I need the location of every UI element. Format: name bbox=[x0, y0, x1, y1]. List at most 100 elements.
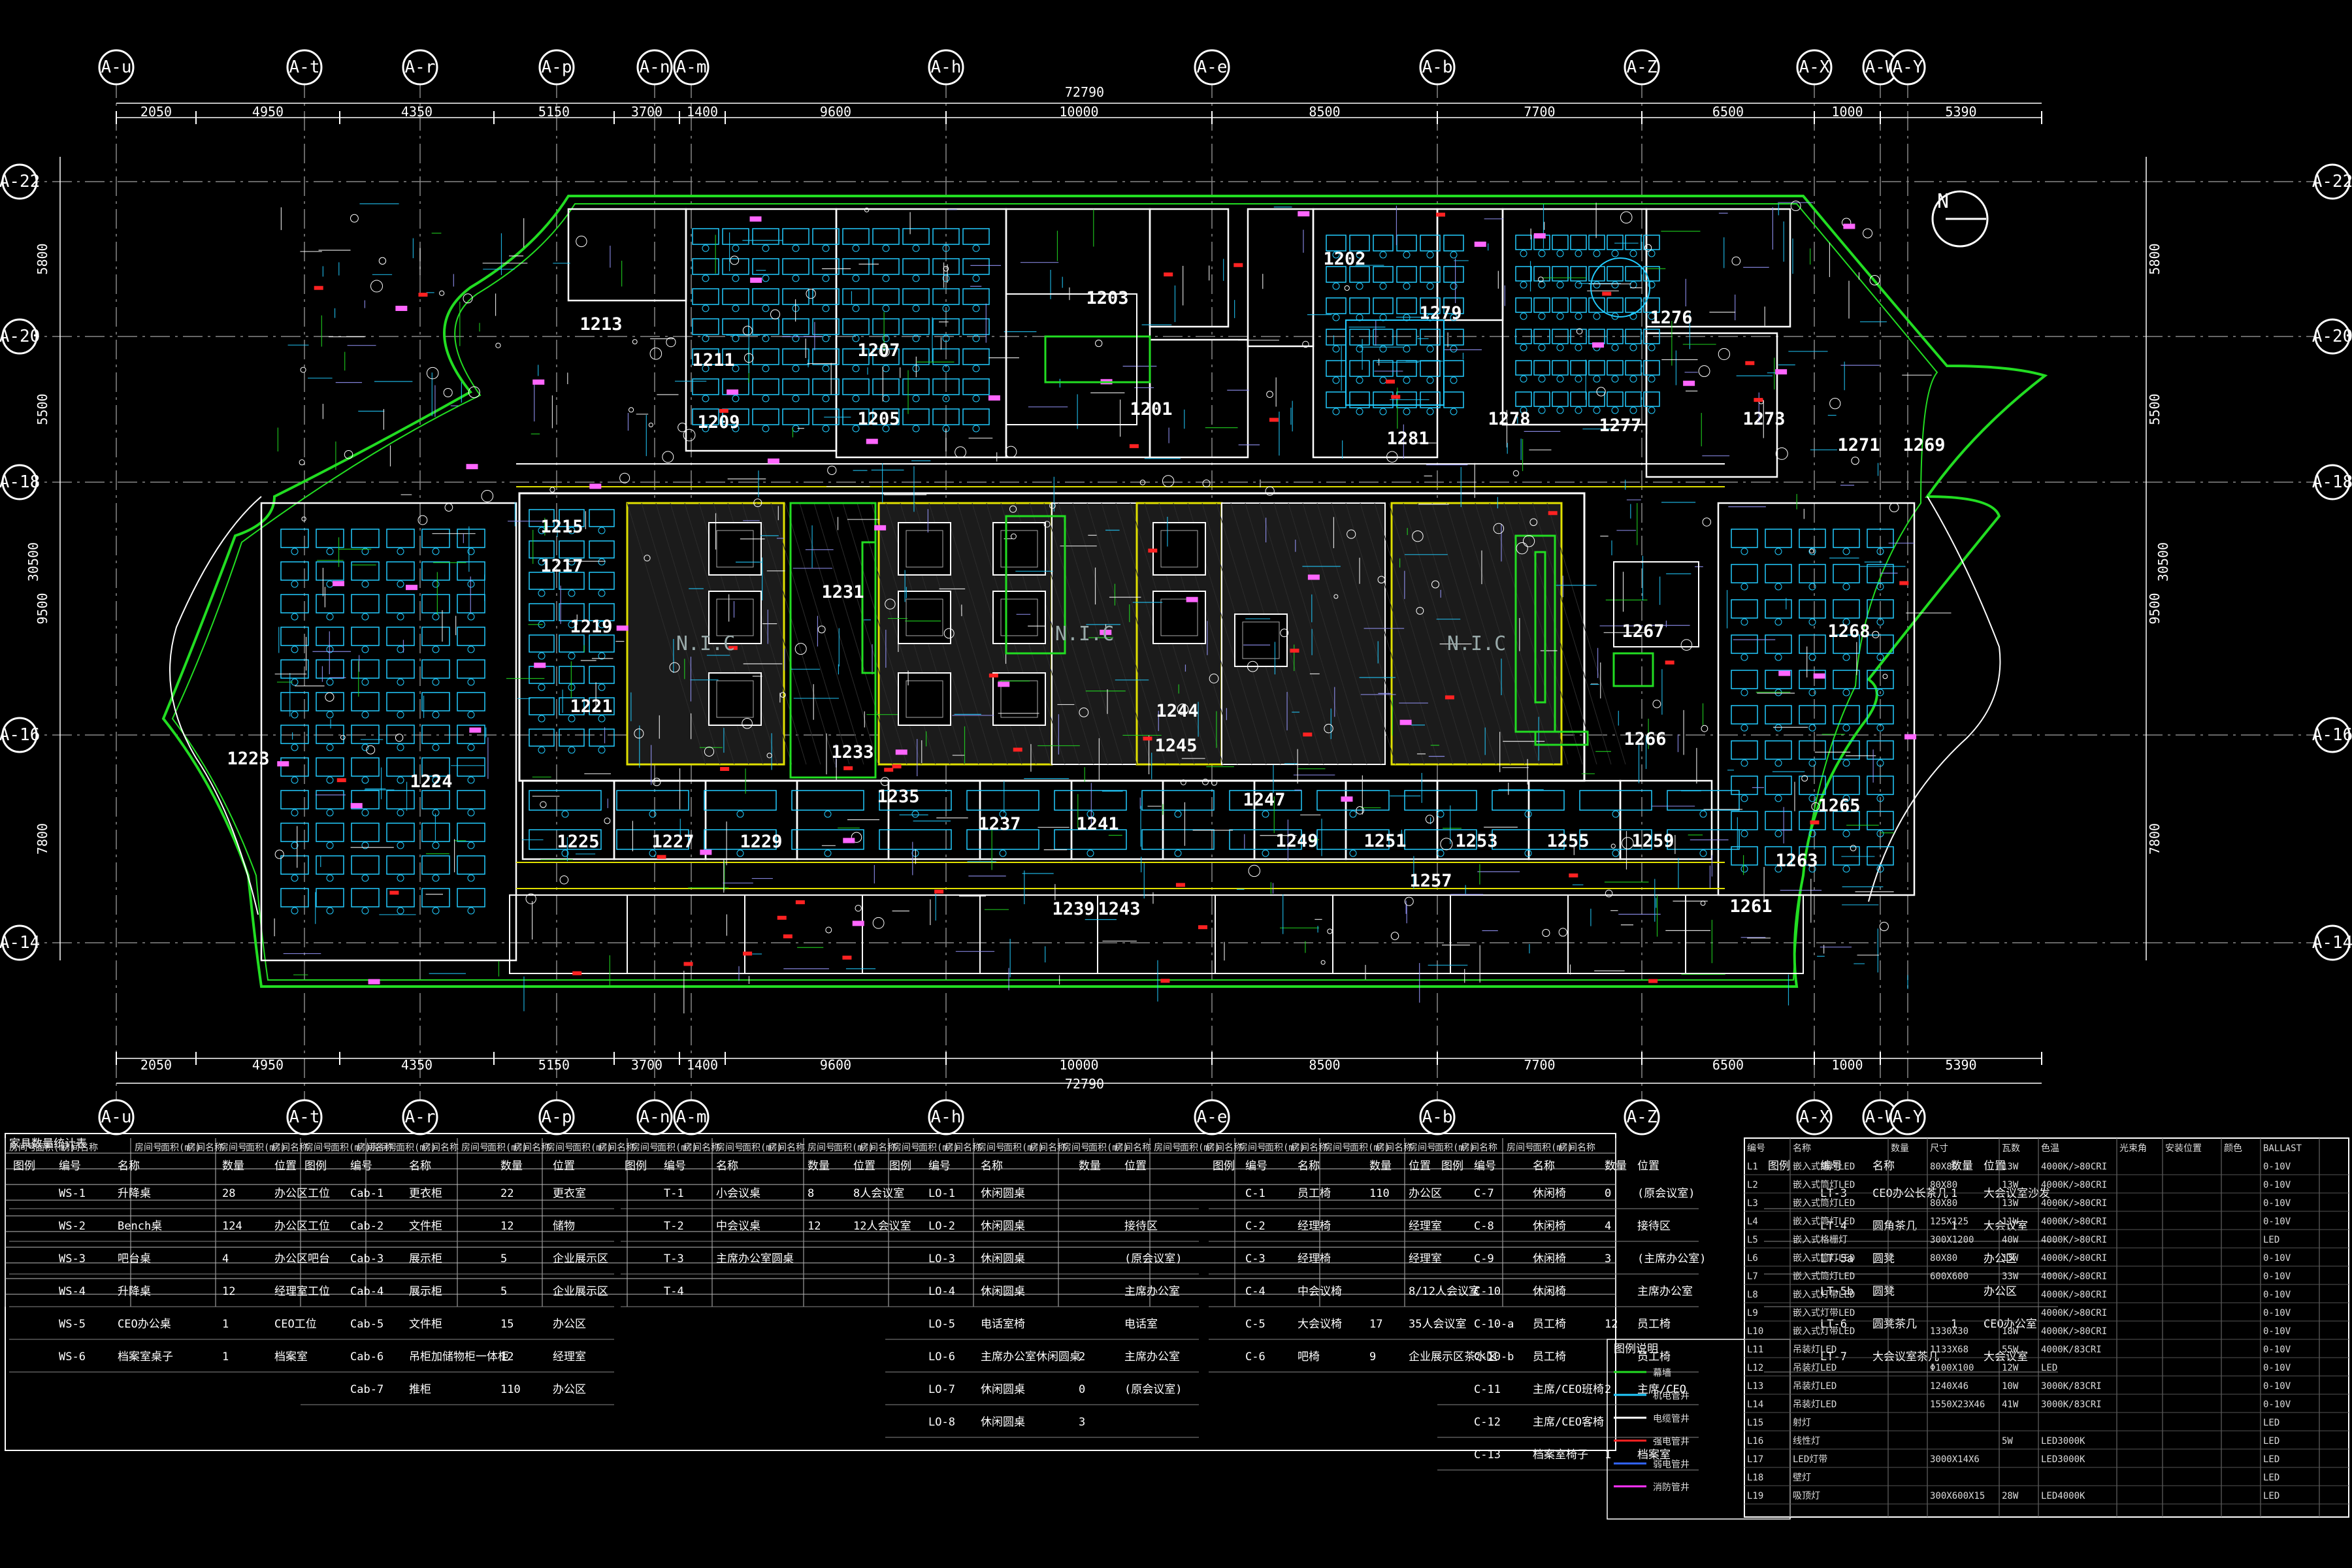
fixture-symbol bbox=[855, 904, 862, 912]
workstation-chair bbox=[736, 810, 744, 818]
furniture-cell: 3 bbox=[1079, 1416, 1085, 1429]
magenta-marker bbox=[350, 803, 363, 809]
workstation-chair bbox=[1808, 794, 1816, 802]
axis-bubble-row: A-16 bbox=[0, 717, 40, 753]
workstation-chair bbox=[326, 645, 334, 653]
core-hatch bbox=[813, 502, 893, 765]
fixture-symbol bbox=[644, 555, 651, 562]
workstation-desk bbox=[1607, 266, 1624, 282]
axis-label: A-p bbox=[542, 1107, 572, 1127]
lighting-header: BALLAST bbox=[2263, 1143, 2302, 1154]
fixture-symbol bbox=[1416, 606, 1424, 615]
core-hatch bbox=[1417, 502, 1497, 765]
lighting-cell: 300X1200 bbox=[1930, 1235, 1974, 1245]
axis-bubble-circle bbox=[1, 163, 38, 200]
red-marker bbox=[1810, 820, 1820, 825]
workstation-desk bbox=[1054, 829, 1127, 850]
furniture-cell: 12 bbox=[222, 1285, 235, 1298]
workstation-chair bbox=[1332, 408, 1340, 416]
fixture-symbol bbox=[1538, 276, 1544, 282]
axis-bubble-column: A-Z bbox=[1624, 1099, 1660, 1135]
axis-bubble-column: A-n bbox=[636, 49, 673, 86]
red-marker bbox=[1569, 873, 1578, 877]
workstation-chair bbox=[432, 711, 440, 719]
meeting-room-outline bbox=[1005, 293, 1137, 425]
workstation-desk bbox=[316, 757, 344, 777]
legend-note: 电缆管井 bbox=[1653, 1414, 1690, 1424]
workstation-desk bbox=[1515, 297, 1532, 313]
axis-bubble-column: A-t bbox=[286, 49, 323, 86]
workstation-desk bbox=[1326, 297, 1347, 314]
workstation-chair bbox=[291, 776, 299, 784]
axis-bubble-column: A-W bbox=[1862, 49, 1899, 86]
axis-label: A-20 bbox=[2312, 327, 2352, 346]
workstation-chair bbox=[1520, 250, 1527, 257]
lighting-cell: 0-10V bbox=[2263, 1162, 2291, 1172]
furniture-cell: 员工椅 bbox=[1637, 1318, 1671, 1331]
lighting-cell: 嵌入式筒灯LED bbox=[1793, 1198, 1855, 1209]
core-hatch bbox=[756, 502, 836, 765]
furniture-cell: Cab-6 bbox=[350, 1350, 384, 1364]
fixture-symbol bbox=[629, 407, 634, 413]
workstation-desk bbox=[1588, 266, 1605, 282]
workstation-chair bbox=[702, 425, 710, 433]
workstation-desk bbox=[902, 258, 930, 275]
furniture-cell: 圆凳 bbox=[1872, 1285, 1895, 1298]
furniture-cell: 休闲圆桌 bbox=[981, 1416, 1025, 1429]
axis-bubble-column: A-m bbox=[673, 1099, 710, 1135]
axis-label: A-Z bbox=[1627, 57, 1658, 77]
elevator-car bbox=[992, 672, 1046, 726]
furniture-cell: 中会议桌 bbox=[716, 1220, 760, 1233]
workstation-desk bbox=[351, 594, 380, 613]
lighting-cell: 0-10V bbox=[2263, 1363, 2291, 1373]
workstation-chair bbox=[1174, 810, 1182, 818]
room-number: 1267 bbox=[1622, 621, 1664, 642]
workstation-chair bbox=[1538, 406, 1546, 414]
furniture-header: 编号 bbox=[664, 1160, 686, 1173]
red-marker bbox=[1148, 548, 1158, 553]
fixture-symbol bbox=[1440, 838, 1453, 851]
workstation-chair bbox=[762, 304, 770, 312]
workstation-chair bbox=[1450, 408, 1458, 416]
lighting-cell: L9 bbox=[1747, 1308, 1758, 1318]
workstation-chair bbox=[538, 589, 546, 597]
room-number: 1273 bbox=[1742, 409, 1785, 429]
workstation-chair bbox=[1842, 547, 1850, 555]
lighting-cell: 4000K/>80CRI bbox=[2041, 1198, 2107, 1209]
workstation-desk bbox=[692, 228, 719, 245]
workstation-chair bbox=[1593, 281, 1601, 289]
room-number: 1221 bbox=[570, 696, 612, 717]
workstation-desk bbox=[351, 888, 380, 907]
lighting-cell: 射灯 bbox=[1793, 1418, 1811, 1428]
magenta-marker bbox=[616, 625, 629, 631]
fixture-symbol bbox=[395, 733, 404, 742]
furniture-header: 数量 bbox=[500, 1160, 523, 1173]
workstation-desk bbox=[872, 318, 900, 335]
core-hatch bbox=[1086, 502, 1166, 765]
furniture-cell: T-1 bbox=[664, 1187, 684, 1200]
furniture-cell: 1 bbox=[222, 1350, 229, 1364]
fixture-symbol bbox=[344, 449, 353, 459]
lighting-cell: L17 bbox=[1747, 1454, 1763, 1465]
workstation-desk bbox=[1867, 599, 1894, 619]
workstation-desk bbox=[529, 790, 602, 811]
workstation-desk bbox=[1443, 235, 1464, 252]
workstation-chair bbox=[1740, 689, 1748, 696]
furniture-cell: 1 bbox=[1951, 1318, 1957, 1331]
lighting-cell: LED3000K bbox=[2041, 1454, 2085, 1465]
north-arrow: N bbox=[1931, 190, 1989, 248]
room-table-header: 面积(m²) bbox=[246, 1143, 286, 1153]
furniture-header: 名称 bbox=[1872, 1160, 1895, 1173]
workstation-desk bbox=[316, 725, 344, 744]
furniture-header: 图例 bbox=[1213, 1160, 1235, 1173]
fixture-symbol bbox=[1610, 843, 1616, 849]
room-outline bbox=[1645, 208, 1791, 328]
workstation-desk bbox=[1404, 790, 1477, 811]
workstation-chair bbox=[1332, 282, 1340, 290]
elevator-car bbox=[992, 522, 1046, 576]
workstation-chair bbox=[972, 274, 980, 282]
fixture-symbol bbox=[634, 728, 644, 739]
workstation-desk bbox=[1765, 776, 1792, 795]
workstation-chair bbox=[1520, 344, 1527, 351]
workstation-desk bbox=[1731, 776, 1758, 795]
